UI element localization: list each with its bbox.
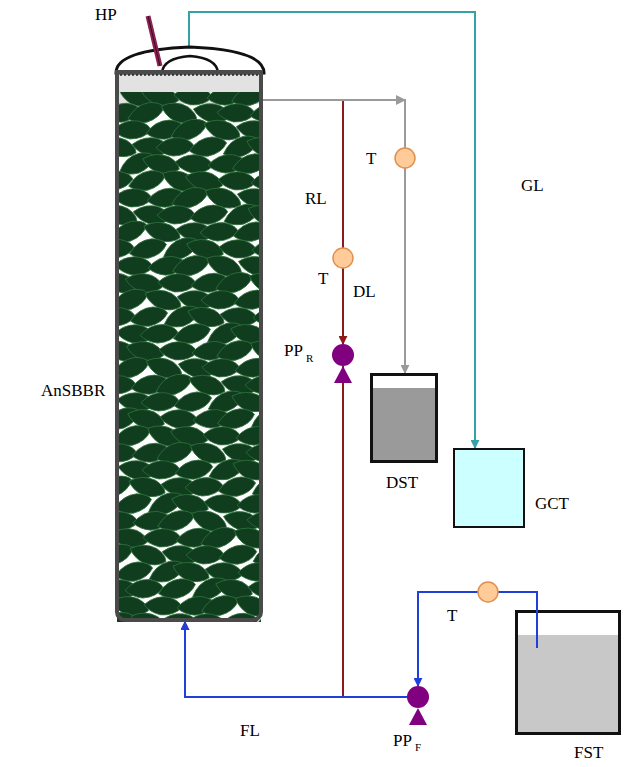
leaf-media <box>143 528 182 548</box>
hp-probe-edge <box>148 16 160 66</box>
pump: PPF <box>407 686 429 708</box>
leaf-media <box>238 562 261 582</box>
reactor-column: AnSBBR <box>115 70 263 622</box>
valve-label: T <box>366 150 376 167</box>
flow-line <box>185 622 407 697</box>
leaf-media <box>186 546 224 564</box>
gas-collector: GCT <box>453 448 525 528</box>
pump-base <box>334 366 352 383</box>
leaf-media <box>117 188 152 208</box>
leaf-media <box>201 291 239 309</box>
leaf-media <box>117 238 135 259</box>
node-label: F <box>415 742 421 753</box>
leaf-media <box>117 376 136 394</box>
pump: PPR <box>332 344 354 366</box>
line-label: GL <box>521 177 544 194</box>
tank: FST <box>515 610 621 735</box>
leaf-media <box>143 595 182 616</box>
node-label: PP <box>284 342 303 359</box>
node-label: PP <box>393 732 412 749</box>
valve <box>333 248 353 268</box>
pump-base <box>409 708 427 725</box>
leaf-media <box>245 376 261 394</box>
node-label: R <box>306 353 313 364</box>
leaf-media <box>142 461 180 479</box>
leaf-media <box>217 170 256 191</box>
leaf-media <box>139 323 178 344</box>
line-label: RL <box>305 190 327 207</box>
valve <box>395 148 415 168</box>
leaf-media <box>141 392 180 412</box>
leaf-media <box>158 273 197 293</box>
feed-pipe <box>534 610 540 650</box>
node-label: GCT <box>535 495 569 512</box>
node-label: FST <box>574 744 603 761</box>
leaf-media <box>158 340 197 361</box>
leaf-media <box>200 222 239 242</box>
packed-bed <box>117 92 261 622</box>
leaf-media <box>157 206 195 224</box>
flow-line <box>263 100 405 373</box>
leaf-media <box>246 443 261 463</box>
leaf-media <box>124 578 163 599</box>
leaf-media <box>202 425 241 446</box>
leaf-media <box>156 137 195 157</box>
leaf-media <box>117 255 154 276</box>
valve-label: T <box>447 607 457 624</box>
flow-line <box>263 100 343 344</box>
node-label: DST <box>386 474 418 491</box>
leaf-media <box>217 103 256 123</box>
leaf-media <box>117 121 151 139</box>
valve <box>478 582 498 602</box>
line-label: FL <box>240 722 260 739</box>
line-label: DL <box>353 283 376 300</box>
node-label: AnSBBR <box>41 382 105 399</box>
tank: DST <box>370 373 438 463</box>
probe-label: HP <box>95 6 117 23</box>
leaf-media <box>202 358 241 378</box>
flow-arrow <box>396 95 406 105</box>
valve-label: T <box>318 270 328 287</box>
leaf-media <box>236 493 261 514</box>
leaf-media <box>185 477 224 497</box>
hp-probe <box>148 16 160 66</box>
leaf-media <box>117 307 135 327</box>
